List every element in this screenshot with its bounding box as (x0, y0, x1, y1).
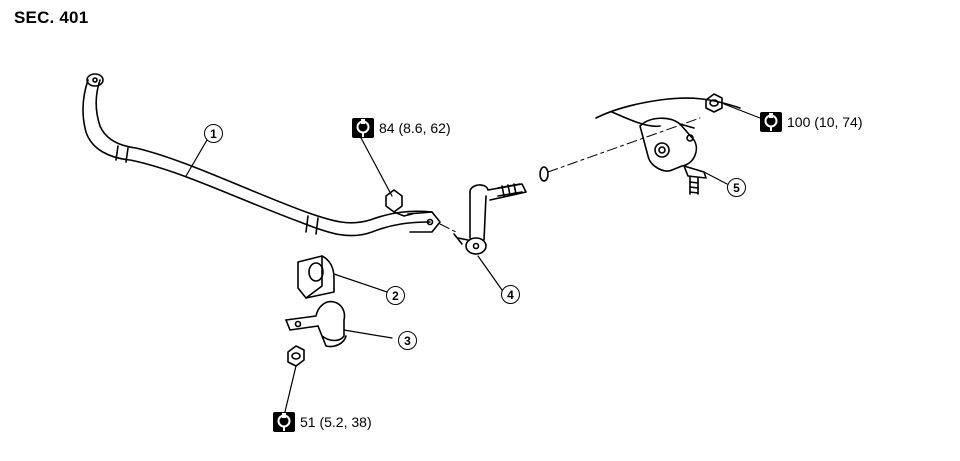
clamp (285, 300, 347, 348)
bracket-upper-nut (705, 93, 723, 113)
callout-2: 2 (386, 286, 405, 305)
torque-wrench-icon (273, 412, 295, 432)
torque-value: 100 (10, 74) (787, 114, 863, 130)
torque-spec-84: 84 (8.6, 62) (352, 118, 451, 138)
torque-wrench-icon (352, 118, 374, 138)
stabilizer-bar (82, 73, 441, 237)
torque-value: 84 (8.6, 62) (379, 120, 451, 136)
section-title: SEC. 401 (14, 8, 89, 27)
callout-3: 3 (398, 331, 417, 350)
link-upper-nut (385, 189, 413, 217)
bushing (297, 255, 335, 299)
torque-value: 51 (5.2, 38) (300, 414, 372, 430)
callout-4: 4 (501, 285, 520, 304)
leader-lines (185, 103, 761, 417)
callout-1: 1 (204, 124, 223, 143)
clamp-nut (287, 345, 305, 367)
torque-spec-51: 51 (5.2, 38) (273, 412, 372, 432)
bracket-bolt (683, 165, 707, 195)
stabilizer-link (453, 183, 527, 255)
assembly-center-lines (439, 117, 701, 233)
torque-wrench-icon (760, 112, 782, 132)
stud-washer (539, 166, 549, 182)
torque-spec-100: 100 (10, 74) (760, 112, 863, 132)
callout-5: 5 (727, 178, 746, 197)
